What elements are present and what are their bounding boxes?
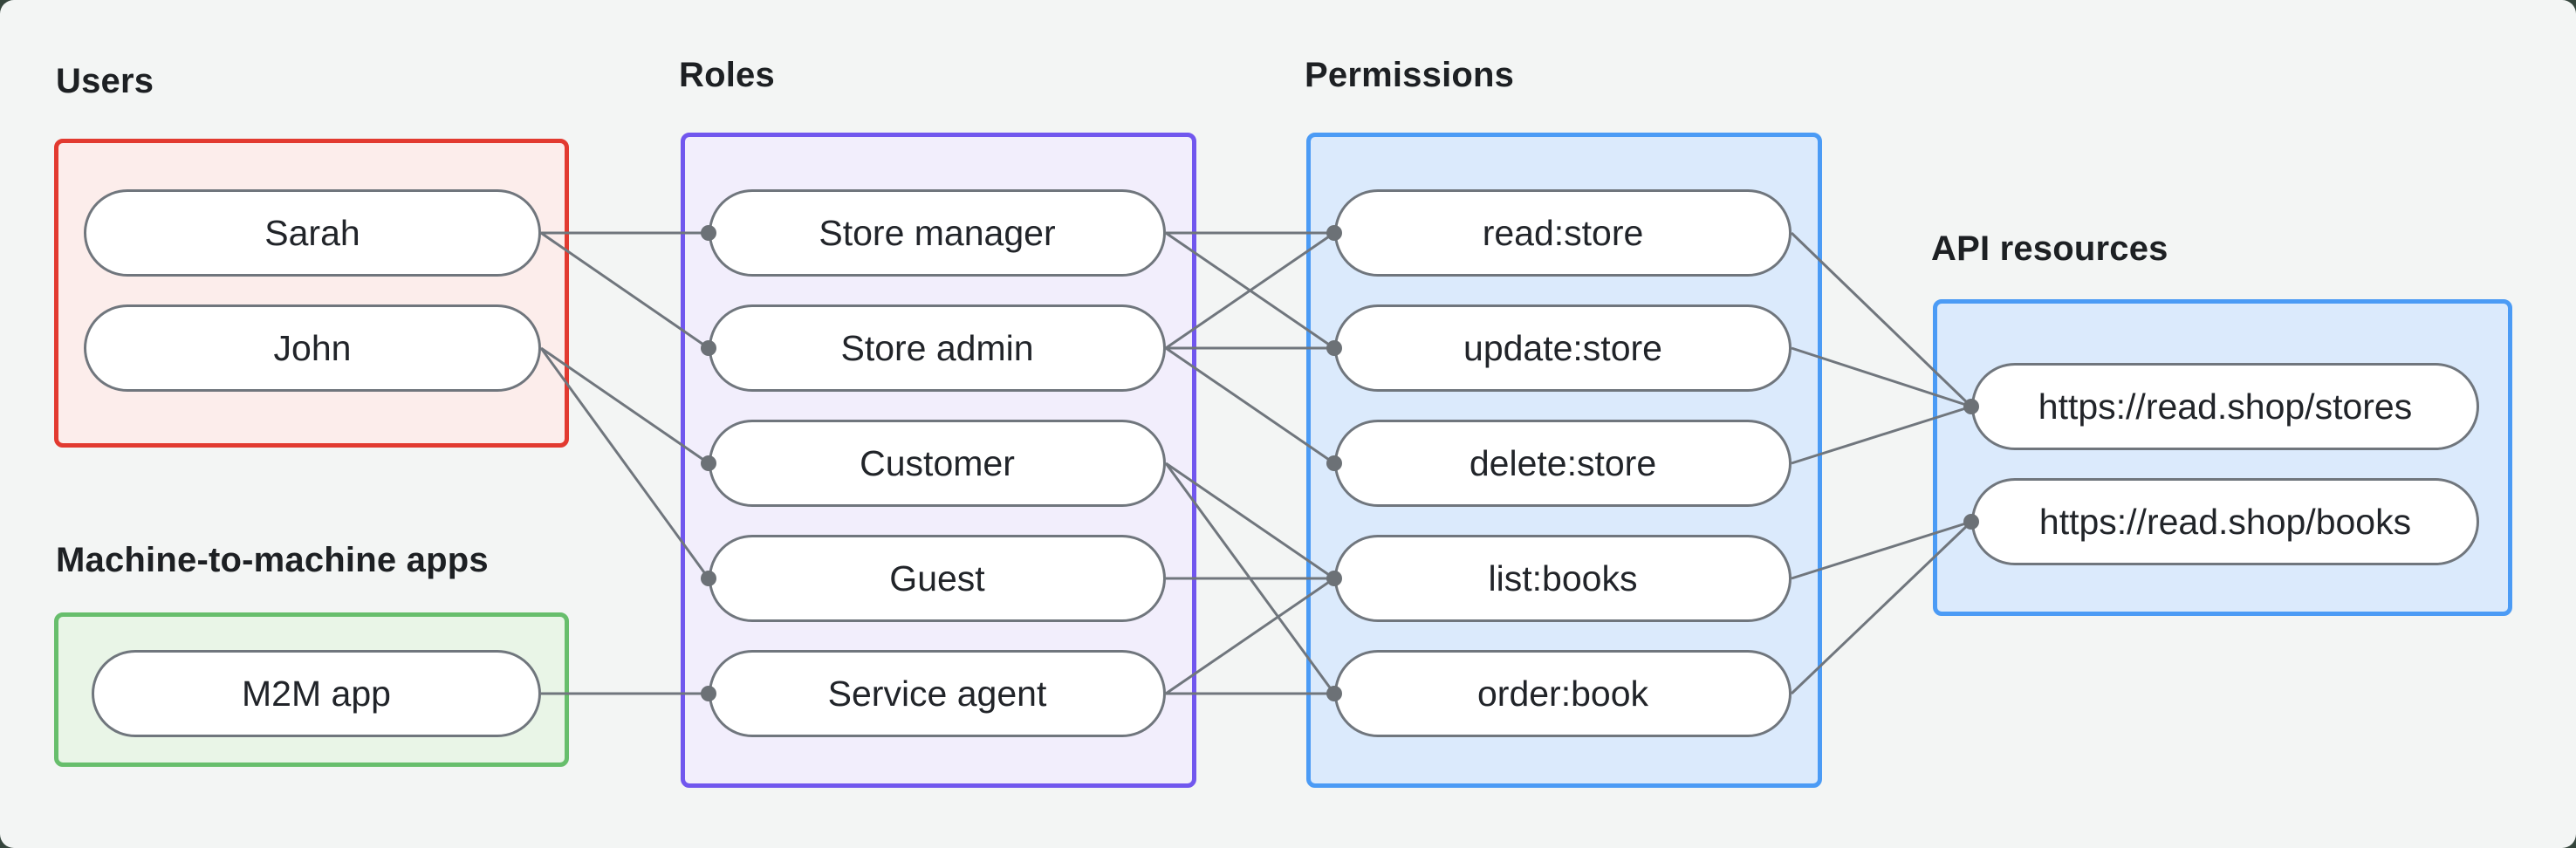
node-books: https://read.shop/books xyxy=(1971,478,2479,565)
node-order-book: order:book xyxy=(1334,650,1792,737)
node-service-agent: Service agent xyxy=(709,650,1166,737)
node-list-books: list:books xyxy=(1334,535,1792,622)
node-guest: Guest xyxy=(709,535,1166,622)
node-customer: Customer xyxy=(709,420,1166,507)
node-m2m-app: M2M app xyxy=(92,650,541,737)
group-box-users xyxy=(54,139,569,448)
node-john: John xyxy=(84,304,541,392)
node-store-manager: Store manager xyxy=(709,189,1166,277)
group-label-m2m: Machine-to-machine apps xyxy=(56,541,489,579)
node-sarah: Sarah xyxy=(84,189,541,277)
node-stores: https://read.shop/stores xyxy=(1971,363,2479,450)
group-label-permissions: Permissions xyxy=(1305,56,1515,94)
node-update-store: update:store xyxy=(1334,304,1792,392)
group-label-api: API resources xyxy=(1931,229,2168,268)
group-label-users: Users xyxy=(56,62,154,100)
node-delete-store: delete:store xyxy=(1334,420,1792,507)
node-store-admin: Store admin xyxy=(709,304,1166,392)
group-label-roles: Roles xyxy=(679,56,775,94)
node-read-store: read:store xyxy=(1334,189,1792,277)
group-box-api xyxy=(1933,299,2512,616)
